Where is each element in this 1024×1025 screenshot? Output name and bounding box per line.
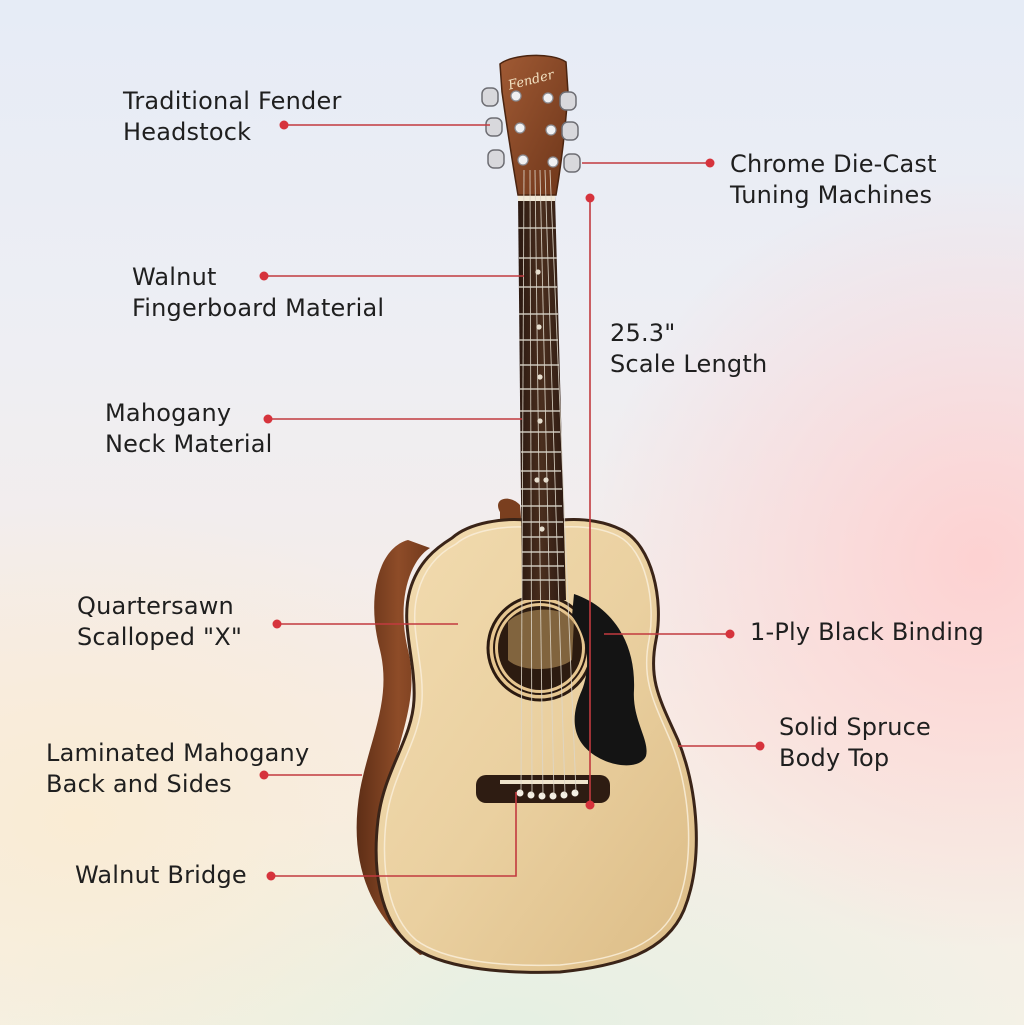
callout-backsides-line1: Laminated Mahogany [46,739,310,767]
callout-bridge: Walnut Bridge [75,860,247,891]
callout-bracing: Quartersawn Scalloped "X" [77,591,242,653]
callout-top-line2: Body Top [779,744,890,772]
callout-headstock-line2: Headstock [123,118,252,146]
strings [520,169,577,796]
callout-binding: 1-Ply Black Binding [750,617,984,648]
callout-back-and-sides: Laminated Mahogany Back and Sides [46,738,309,800]
callout-fingerboard-line2: Fingerboard Material [132,294,385,322]
leader-bridge [271,792,517,877]
callout-bracing-line2: Scalloped "X" [77,623,243,651]
callout-backsides-line2: Back and Sides [46,770,232,798]
callout-top-line1: Solid Spruce [779,713,932,741]
callout-scale-line1: 25.3" [610,319,676,347]
callout-fingerboard: Walnut Fingerboard Material [132,262,384,324]
callout-binding-line1: 1-Ply Black Binding [750,618,984,646]
callout-headstock: Traditional Fender Headstock [123,86,342,148]
leader-dots [259,120,765,881]
callout-headstock-line1: Traditional Fender [123,87,342,115]
callout-scale-length: 25.3" Scale Length [610,318,767,380]
callout-neck-line1: Mahogany [105,399,232,427]
frets [518,227,565,581]
callout-bridge-line1: Walnut Bridge [75,861,247,889]
callout-neck-line2: Neck Material [105,430,273,458]
callout-fingerboard-line1: Walnut [132,263,217,291]
callout-tuning-machines: Chrome Die-Cast Tuning Machines [730,149,937,211]
callout-scale-line2: Scale Length [610,350,768,378]
callout-neck: Mahogany Neck Material [105,398,273,460]
tuning-machines [481,87,581,173]
saddle [500,780,588,784]
bridge-pins [516,789,579,800]
leader-lines [264,124,760,877]
callout-tuners-line1: Chrome Die-Cast [730,150,937,178]
callout-bracing-line1: Quartersawn [77,592,234,620]
callout-tuners-line2: Tuning Machines [730,181,933,209]
callout-body-top: Solid Spruce Body Top [779,712,931,774]
